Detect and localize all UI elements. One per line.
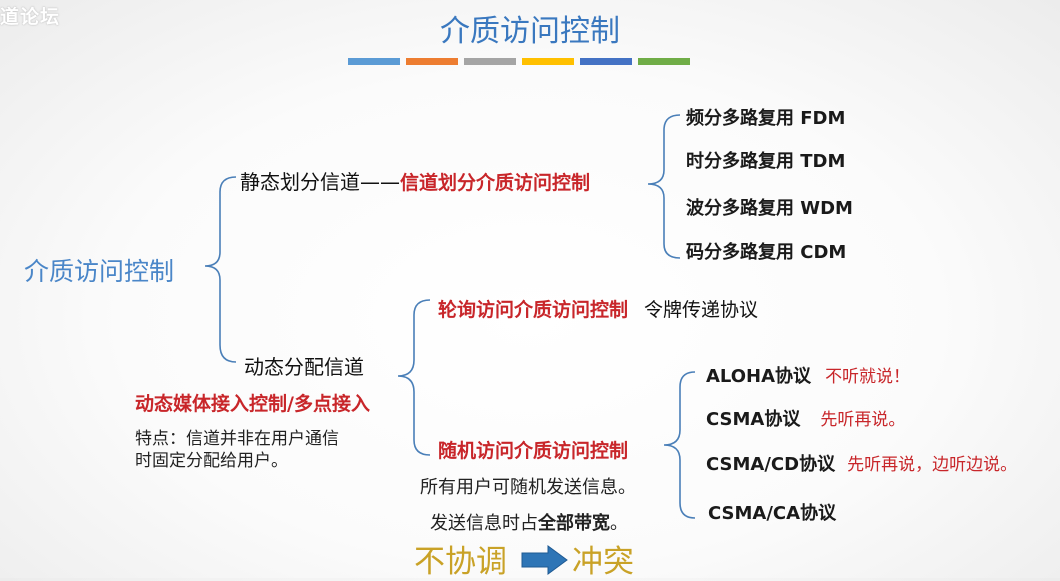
color-bar-segment bbox=[580, 58, 632, 65]
right-arrow-icon bbox=[521, 545, 568, 575]
protocol-item: CSMA协议先听再说。 bbox=[706, 405, 905, 431]
protocol-item: CSMA/CD协议先听再说，边听边说。 bbox=[706, 450, 1017, 476]
random-desc-bold: 全部带宽 bbox=[538, 513, 610, 534]
static-branch-label: 静态划分信道—— bbox=[240, 170, 400, 194]
protocol-item: ALOHA协议不听就说！ bbox=[706, 362, 910, 388]
polling-label: 轮询访问介质访问控制 bbox=[438, 299, 629, 321]
random-desc-line1: 所有用户可随机发送信息。 bbox=[420, 477, 636, 498]
random-desc-prefix: 发送信息时占 bbox=[430, 513, 538, 534]
protocol-name: CSMA协议 bbox=[706, 409, 801, 430]
protocol-note: 不听就说！ bbox=[825, 367, 911, 387]
root-bracket bbox=[204, 176, 237, 363]
protocol-note: 先听再说，边听边说。 bbox=[847, 455, 1018, 475]
random-desc-line2: 发送信息时占全部带宽。 bbox=[430, 509, 628, 535]
protocol-item: CSMA/CA协议 bbox=[708, 499, 836, 525]
static-bracket bbox=[647, 114, 681, 259]
color-bar-segment bbox=[638, 58, 690, 65]
random-desc-suffix: 。 bbox=[610, 513, 628, 534]
color-bar-segment bbox=[464, 58, 516, 65]
protocol-name: CSMA/CD协议 bbox=[706, 454, 836, 475]
bottom-right-text: 冲突 bbox=[572, 544, 634, 580]
page-title: 介质访问控制 bbox=[440, 14, 620, 49]
polling-node: 轮询访问介质访问控制令牌传递协议 bbox=[438, 295, 758, 322]
watermark: 道论坛 bbox=[0, 6, 61, 28]
color-bar-segment bbox=[406, 58, 458, 65]
root-node: 介质访问控制 bbox=[24, 257, 175, 286]
protocol-note: 先听再说。 bbox=[820, 410, 906, 430]
polling-note: 令牌传递协议 bbox=[644, 299, 759, 321]
static-item: 频分多路复用 FDM bbox=[686, 108, 846, 129]
random-bracket bbox=[663, 371, 696, 519]
static-branch-red-label: 信道划分介质访问控制 bbox=[400, 172, 591, 194]
protocol-name: ALOHA协议 bbox=[706, 366, 812, 387]
color-bar-segment bbox=[522, 58, 574, 65]
static-item: 码分多路复用 CDM bbox=[686, 242, 847, 263]
static-item: 时分多路复用 TDM bbox=[686, 151, 846, 172]
dynamic-feature-line: 时固定分配给用户。 bbox=[135, 451, 288, 471]
static-item: 波分多路复用 WDM bbox=[686, 198, 853, 219]
static-branch-node: 静态划分信道——信道划分介质访问控制 bbox=[240, 166, 590, 195]
dynamic-feature-line: 特点：信道并非在用户通信 bbox=[135, 429, 339, 449]
dynamic-branch-subtitle: 动态媒体接入控制/多点接入 bbox=[135, 393, 370, 415]
color-bar-segment bbox=[348, 58, 400, 65]
random-label: 随机访问介质访问控制 bbox=[438, 440, 629, 462]
dynamic-branch-label: 动态分配信道 bbox=[244, 355, 364, 379]
dynamic-bracket bbox=[397, 299, 431, 456]
bottom-left-text: 不协调 bbox=[414, 544, 507, 580]
protocol-name: CSMA/CA协议 bbox=[708, 503, 837, 524]
